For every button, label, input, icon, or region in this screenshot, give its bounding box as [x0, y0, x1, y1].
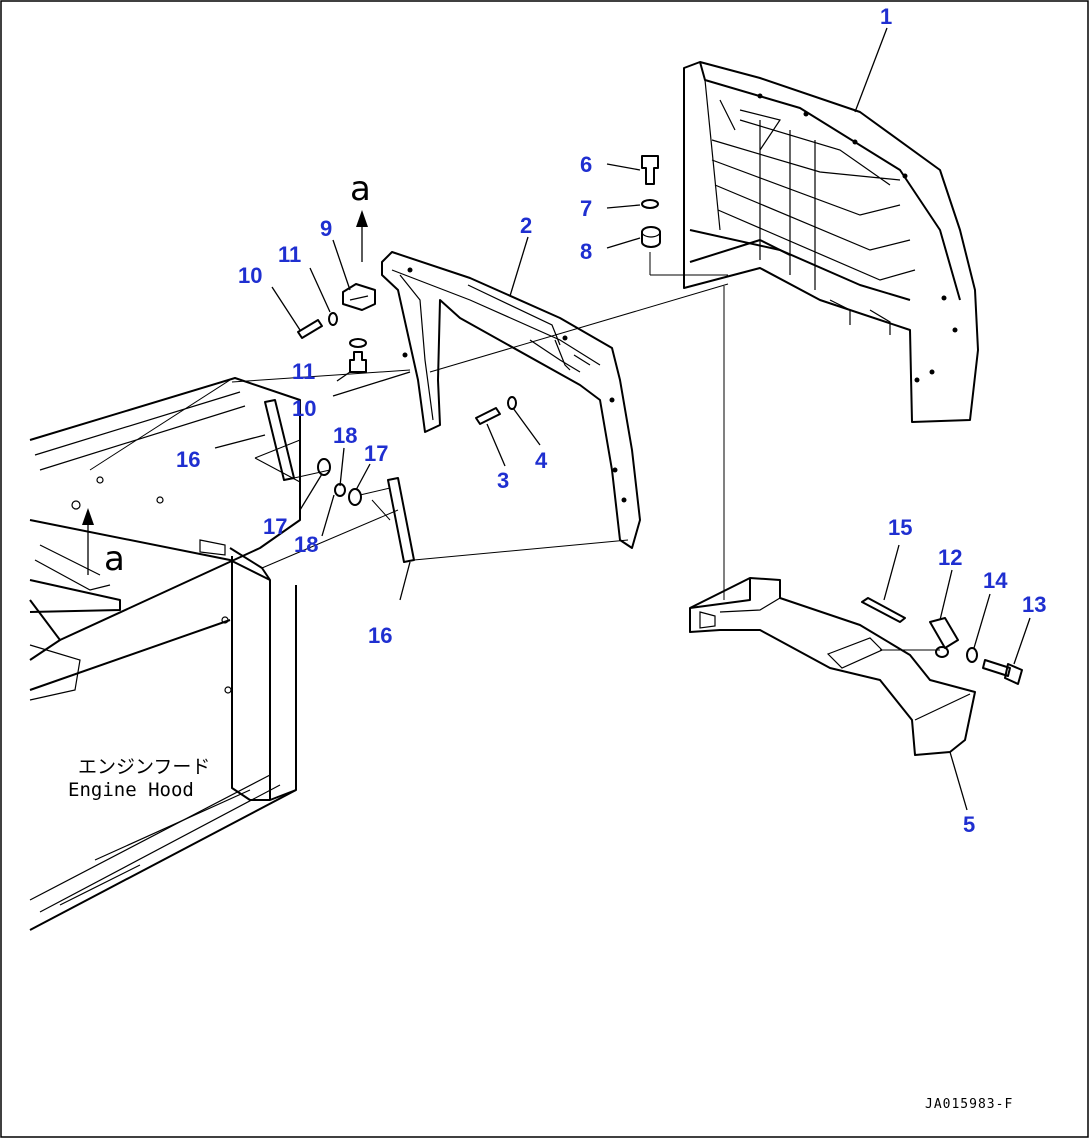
- callout-6: 6: [580, 152, 592, 177]
- drawing-code: JA015983-F: [925, 1097, 1013, 1112]
- view-arrow-top: a: [350, 169, 371, 262]
- callout-9: 9: [320, 216, 332, 241]
- callout-10-upper: 10: [238, 263, 262, 288]
- callout-18-upper: 18: [333, 423, 357, 448]
- callout-10-lower: 10: [292, 396, 316, 421]
- hardware: [264, 155, 1023, 685]
- engine-hood-label-en: Engine Hood: [68, 779, 194, 801]
- part-2-frame: [381, 251, 641, 549]
- callout-15: 15: [888, 515, 912, 540]
- view-arrow-bottom: a: [82, 508, 125, 579]
- part-1-grille: [683, 61, 979, 423]
- alignment-lines: [89, 252, 940, 651]
- engine-hood-label-jp: エンジンフード: [78, 756, 210, 778]
- callout-14: 14: [983, 568, 1008, 593]
- callout-18-lower: 18: [294, 532, 318, 557]
- callout-17-lower: 17: [263, 514, 287, 539]
- callout-13: 13: [1022, 592, 1046, 617]
- callout-4: 4: [535, 448, 548, 473]
- callout-11-lower: 11: [292, 359, 315, 384]
- engine-hood-drawing: [29, 377, 301, 931]
- callout-5: 5: [963, 812, 975, 837]
- callouts: 1 2 3 4 5 6 7 8 9 10 11 11 10 12 13 14 1…: [176, 4, 1046, 837]
- callout-8: 8: [580, 239, 592, 264]
- callout-12: 12: [938, 545, 962, 570]
- part-5-lower-beam: [689, 577, 976, 756]
- callout-3: 3: [497, 468, 509, 493]
- callout-16-bottom: 16: [368, 623, 392, 648]
- arrow-label-top: a: [350, 169, 371, 209]
- callout-2: 2: [520, 213, 532, 238]
- callout-11-upper: 11: [278, 242, 301, 267]
- callout-7: 7: [580, 196, 592, 221]
- callout-1: 1: [880, 4, 892, 29]
- callout-16-left: 16: [176, 447, 200, 472]
- callout-17-upper: 17: [364, 441, 388, 466]
- leader-lines: [214, 27, 1031, 811]
- arrow-label-bottom: a: [104, 539, 125, 579]
